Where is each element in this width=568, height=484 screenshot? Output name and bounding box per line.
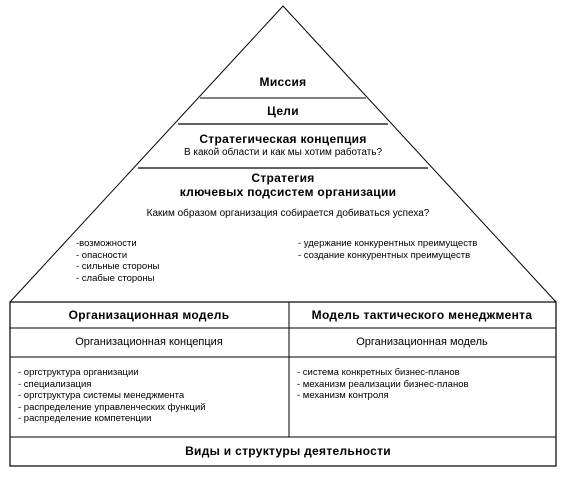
table-frame [9, 301, 557, 467]
strategy-title-line2: ключевых подсистем организации [179, 185, 397, 199]
list-item: - оргструктура организации [18, 367, 139, 378]
list-item: - система конкретных бизнес-планов [297, 367, 460, 378]
list-item: - механизм контроля [297, 390, 389, 402]
mission-label: Миссия [259, 75, 307, 89]
strategic-concept-question: В какой области и как мы хотим работать? [183, 147, 383, 158]
list-item: - сильные стороны [76, 261, 160, 273]
right-column-header: Модель тактического менеджмента [311, 308, 533, 322]
list-item: - специализация [18, 378, 92, 390]
goals-label: Цели [267, 104, 299, 118]
list-item: - механизм реализации бизнес-планов [297, 378, 469, 390]
strategic-concept-title: Стратегическая концепция [199, 132, 367, 146]
strategy-question: Каким образом организация собирается доб… [146, 208, 430, 219]
pyramid-outline [9, 5, 557, 303]
strategy-title-line1: Стратегия [251, 171, 315, 185]
list-item: - распределение компетенции [18, 413, 152, 425]
right-column-subheader: Организационная модель [356, 336, 488, 348]
strategy-left-list: -возможности - опасности - сильные сторо… [76, 238, 159, 284]
list-item: - распределение управленческих функций [18, 401, 206, 413]
footer-label: Виды и структуры деятельности [185, 444, 391, 458]
left-column-header: Организационная модель [68, 308, 230, 322]
list-item: - оргструктура системы менеджмента [18, 390, 185, 402]
list-item: - удержание конкурентных преимуществ [298, 238, 478, 249]
left-column-subheader: Организационная концепция [75, 336, 223, 348]
list-item: - создание конкурентных преимуществ [298, 249, 471, 261]
list-item: - опасности [76, 249, 128, 261]
list-item: -возможности [76, 238, 137, 249]
right-column-items: - система конкретных бизнес-планов - мех… [297, 367, 469, 402]
strategy-right-list: - удержание конкурентных преимуществ - с… [298, 238, 477, 261]
left-column-items: - оргструктура организации - специализац… [18, 367, 206, 425]
list-item: - слабые стороны [76, 272, 155, 284]
